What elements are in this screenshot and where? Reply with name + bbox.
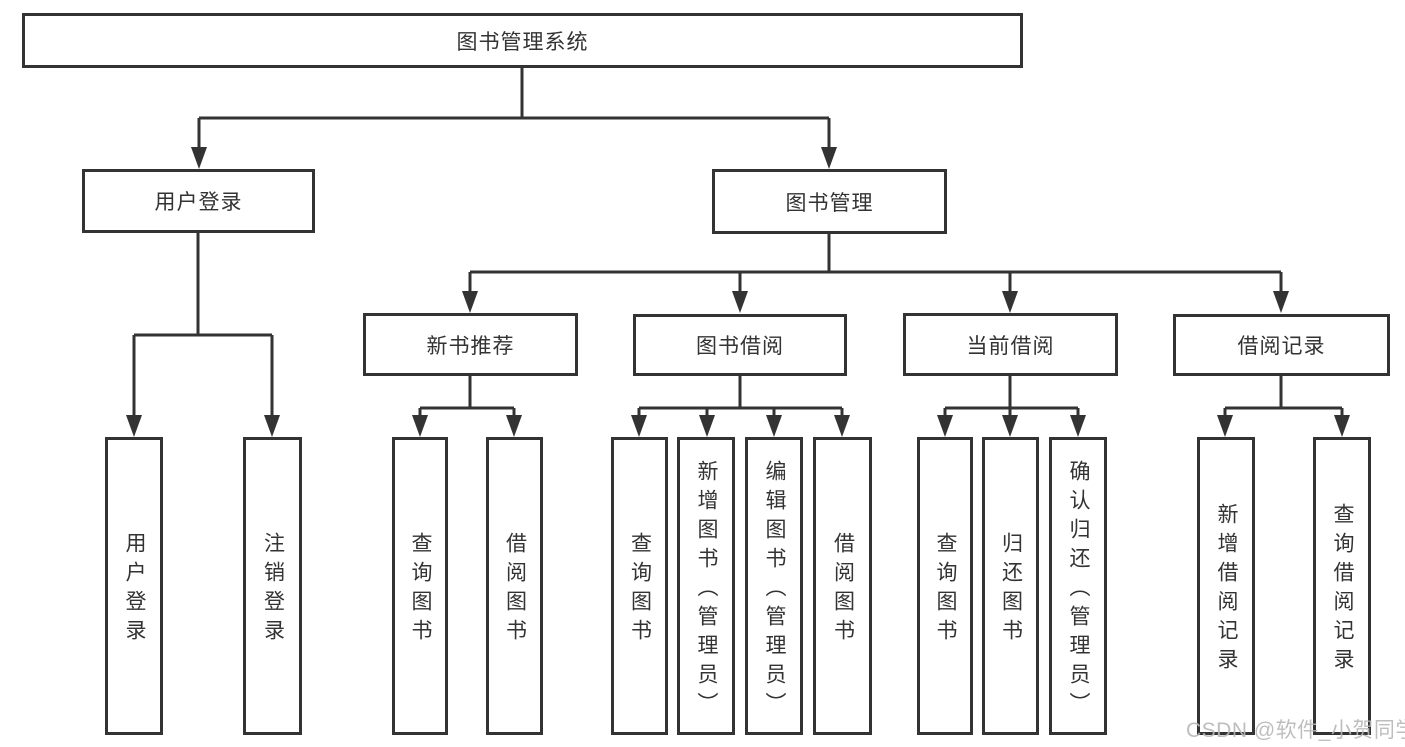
leaf-add-borrow-record: 新增借阅记录 bbox=[1197, 437, 1255, 735]
leaf-user-login: 用户登录 bbox=[105, 437, 163, 735]
leaf-query-books-current: 查询图书 bbox=[917, 437, 973, 735]
leaf-return-books: 归还图书 bbox=[982, 437, 1039, 735]
node-book-borrowing: 图书借阅 bbox=[633, 314, 847, 376]
csdn-watermark: CSDN @软件_小贺同学 bbox=[1186, 719, 1405, 742]
leaf-query-books: 查询图书 bbox=[611, 437, 668, 735]
leaf-confirm-return-admin: 确认归还（管理员） bbox=[1049, 437, 1107, 735]
node-label: 借阅记录 bbox=[1237, 335, 1326, 358]
node-label: 查询借阅记录 bbox=[1331, 503, 1354, 677]
node-label: 新增借阅记录 bbox=[1215, 503, 1238, 677]
node-label: 新书推荐 bbox=[426, 334, 515, 358]
node-label: 图书管理系统 bbox=[456, 30, 589, 54]
node-label: 查询图书 bbox=[934, 532, 957, 648]
node-label: 编辑图书（管理员） bbox=[763, 459, 786, 721]
node-borrow-records: 借阅记录 bbox=[1173, 314, 1390, 376]
leaf-query-books-recommend: 查询图书 bbox=[392, 437, 448, 735]
node-book-management: 图书管理 bbox=[712, 169, 947, 234]
node-label: 用户登录 bbox=[154, 191, 243, 214]
node-label: 确认归还（管理员） bbox=[1067, 459, 1090, 721]
node-label: 图书借阅 bbox=[696, 335, 784, 358]
node-current-borrowing: 当前借阅 bbox=[903, 313, 1118, 376]
node-label: 查询图书 bbox=[409, 532, 432, 648]
leaf-borrow-books: 借阅图书 bbox=[813, 437, 872, 735]
leaf-query-borrow-record: 查询借阅记录 bbox=[1313, 437, 1371, 735]
leaf-borrow-books-recommend: 借阅图书 bbox=[486, 437, 543, 735]
leaf-edit-books-admin: 编辑图书（管理员） bbox=[745, 437, 803, 735]
leaf-add-books-admin: 新增图书（管理员） bbox=[677, 437, 735, 735]
leaf-logout: 注销登录 bbox=[243, 437, 302, 735]
node-label: 查询图书 bbox=[628, 532, 652, 648]
node-label: 新增图书（管理员） bbox=[695, 459, 718, 721]
node-new-book-recommend: 新书推荐 bbox=[363, 313, 578, 376]
node-label: 归还图书 bbox=[999, 532, 1023, 648]
node-label: 图书管理 bbox=[785, 191, 874, 215]
node-user-login: 用户登录 bbox=[82, 169, 315, 233]
node-label: 注销登录 bbox=[261, 532, 285, 648]
node-label: 借阅图书 bbox=[831, 532, 855, 648]
node-label: 当前借阅 bbox=[966, 334, 1055, 358]
node-library-system: 图书管理系统 bbox=[22, 13, 1023, 68]
node-label: 借阅图书 bbox=[503, 532, 527, 648]
node-label: 用户登录 bbox=[123, 532, 146, 648]
